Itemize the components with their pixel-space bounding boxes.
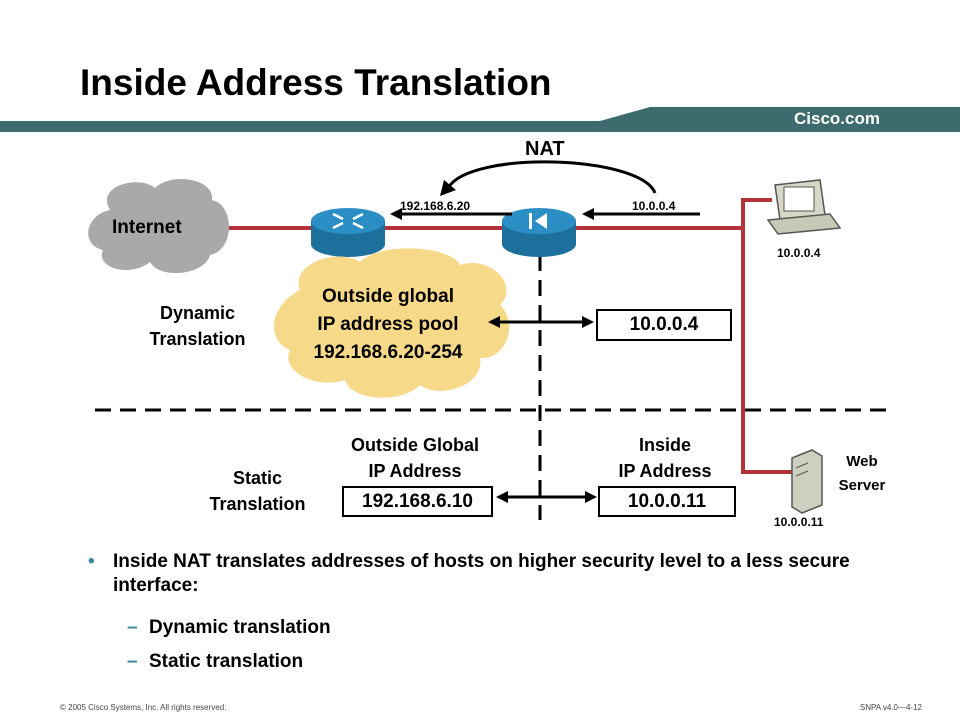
nat-curved-arrow <box>446 160 657 194</box>
firewall-icon <box>502 208 576 257</box>
brand-logo-text: Cisco.com <box>794 109 880 128</box>
bullet-main-text: Inside NAT translates addresses of hosts… <box>113 551 850 596</box>
dynamic-inside-address-box: 10.0.0.4 <box>596 309 732 341</box>
pc-ip-label: 10.0.0.4 <box>777 246 821 260</box>
outside-ip-label: 192.168.6.20 <box>400 199 471 213</box>
internet-cloud-icon <box>88 178 230 274</box>
inside-address-box: 10.0.0.11 <box>598 486 736 517</box>
sub-bullet: – Static translation <box>127 651 527 677</box>
inside-ip-label: 10.0.0.4 <box>632 199 676 213</box>
pc-icon <box>766 179 842 235</box>
server-icon <box>791 449 823 514</box>
inside-address-header: Inside IP Address <box>618 435 712 481</box>
dash-icon: – <box>127 617 138 638</box>
internet-label: Internet <box>112 217 182 238</box>
static-translation-label: Static Translation <box>209 468 306 514</box>
router-icon <box>311 208 385 257</box>
sub-bullet-text: Static translation <box>149 651 304 672</box>
dynamic-translation-label: Dynamic Translation <box>149 303 246 349</box>
web-server-label: Web Server <box>838 453 886 494</box>
slide-title: Inside Address Translation <box>80 62 552 103</box>
outside-global-address-box: 192.168.6.10 <box>342 486 493 517</box>
nat-label: NAT <box>525 138 565 160</box>
outside-global-header: Outside Global IP Address <box>350 435 479 481</box>
address-pool-cloud-icon <box>273 248 510 398</box>
dash-icon: – <box>127 651 138 672</box>
sub-bullet-text: Dynamic translation <box>149 617 331 638</box>
slide-number-footer: SNPA v4.0—4-12 <box>859 703 922 712</box>
brand-bar <box>0 107 960 132</box>
address-pool-label: Outside global IP address pool 192.168.6… <box>313 286 463 363</box>
web-server-ip-label: 10.0.0.11 <box>774 515 824 529</box>
sub-bullet: – Dynamic translation <box>127 617 527 643</box>
copyright-footer: © 2005 Cisco Systems, Inc. All rights re… <box>60 703 227 712</box>
bullet-dot-icon: • <box>88 551 95 572</box>
